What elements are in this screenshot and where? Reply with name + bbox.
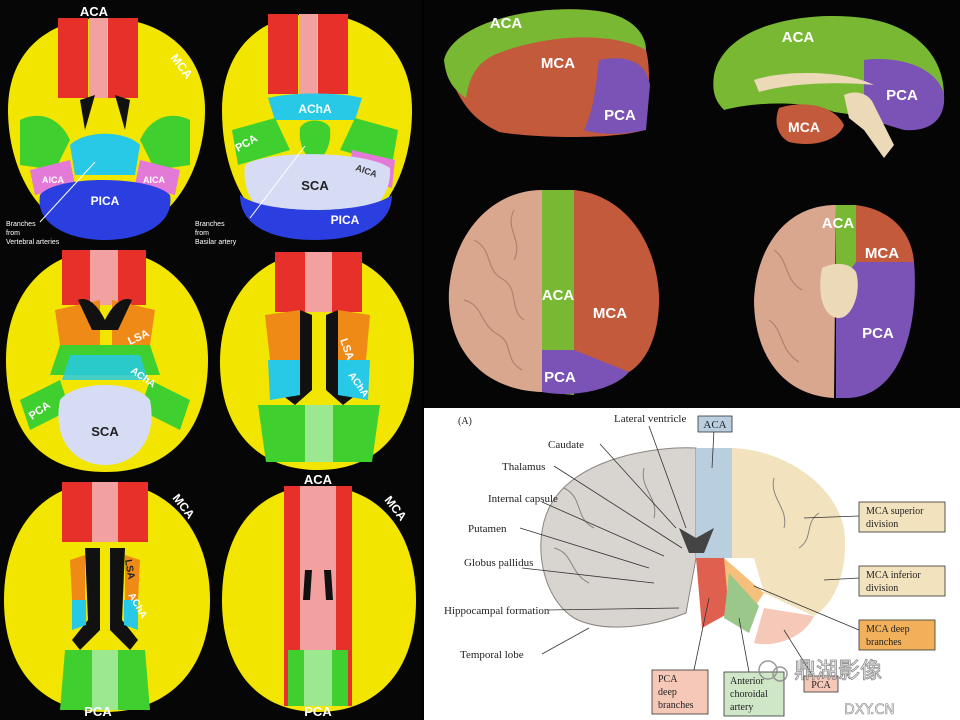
inferior-pca-label: PCA [862,325,894,342]
panel-label-a: (A) [458,416,472,427]
s1-branches-note-2: from [6,230,20,237]
superior-pca-label: PCA [544,369,576,386]
s2-branches-note-3: Basilar artery [195,239,237,246]
superior-view-brain: ACA MCA PCA [448,190,660,395]
lateral-pca-label: PCA [604,107,636,124]
watermark-url: DXY.CN [844,702,895,718]
label-thalamus: Thalamus [502,461,545,473]
axial-slice-1: ACA MCA AICA AICA PICA Branches from Ver… [6,4,205,246]
label-lateral-ventricle: Lateral ventricle [614,413,686,425]
lateral-aca-label: ACA [490,15,523,32]
axial-slice-4: LSA AChA [220,252,414,470]
medial-view-brain: ACA PCA MCA [713,15,945,158]
box-mca-inferior-2: division [866,583,898,594]
box-mca-deep-1: MCA deep [866,624,910,635]
superior-mca-label: MCA [593,305,627,322]
coronal-section-panel: (A) Caudate Thalamus Internal capsule Pu… [424,408,960,720]
superior-aca-label: ACA [542,287,575,304]
label-hippocampal-formation: Hippocampal formation [444,605,550,617]
label-internal-capsule: Internal capsule [488,493,558,505]
coronal-section-figure: (A) Caudate Thalamus Internal capsule Pu… [444,413,946,718]
box-aca: ACA [703,419,726,431]
s2-branches-note-2: from [195,230,209,237]
lateral-mca-label: MCA [541,55,575,72]
box-mca-superior-1: MCA superior [866,506,924,517]
label-globus-pallidus: Globus pallidus [464,557,533,569]
s2-pica-label: PICA [331,213,360,227]
box-ant-choroidal-3: artery [730,702,753,713]
box-mca-superior-2: division [866,519,898,530]
s1-branches-note-3: Vertebral arteries [6,239,60,246]
watermark-text: 鼎湖影像 [794,659,882,684]
s1-aca-label: ACA [80,4,109,19]
s1-aica-right-label: AICA [143,175,165,185]
box-mca-deep-2: branches [866,637,902,648]
s5-lsa-label: LSA [122,559,136,581]
s3-sca-label: SCA [91,424,119,439]
medial-mca-label: MCA [788,119,820,135]
box-pca-deep-3: branches [658,700,694,711]
axial-slice-5: MCA LSA AChA PCA [4,482,210,719]
s1-pica-label: PICA [91,194,120,208]
label-caudate: Caudate [548,439,584,451]
box-pca-deep-1: PCA [658,674,678,685]
s1-aica-left-label: AICA [42,175,64,185]
box-pca-deep-2: deep [658,687,677,698]
inferior-mca-label: MCA [865,245,899,262]
axial-territory-panel: ACA MCA AICA AICA PICA Branches from Ver… [0,0,422,720]
surface-views-figure: ACA MCA PCA ACA PCA MCA ACA MCA PCA [444,9,945,398]
label-putamen: Putamen [468,523,507,535]
inferior-aca-label: ACA [822,215,855,232]
watermark: 鼎湖影像 DXY.CN [758,659,895,718]
axial-slice-6: ACA MCA PCA [222,472,416,719]
medial-aca-label: ACA [782,29,815,46]
box-pca: PCA [811,680,831,691]
lateral-view-brain: ACA MCA PCA [444,9,650,138]
medial-pca-label: PCA [886,87,918,104]
s6-aca-label: ACA [304,472,333,487]
surface-territory-panel: ACA MCA PCA ACA PCA MCA ACA MCA PCA [424,0,960,408]
inferior-view-brain: ACA MCA PCA [754,205,915,398]
axial-slice-3: LSA AChA PCA SCA [6,250,208,472]
s2-acha-label: AChA [298,102,332,116]
axial-slices-figure: ACA MCA AICA AICA PICA Branches from Ver… [4,4,416,719]
s1-branches-note-1: Branches [6,221,36,228]
box-ant-choroidal-2: choroidal [730,689,768,700]
box-ant-choroidal-1: Anterior [730,676,765,687]
s2-sca-label: SCA [301,178,329,193]
s6-pca-label: PCA [304,704,332,719]
box-mca-inferior-1: MCA inferior [866,570,921,581]
axial-slice-2: AChA PCA AICA SCA PICA Branches from Bas… [195,14,412,246]
s2-branches-note-1: Branches [195,221,225,228]
label-temporal-lobe: Temporal lobe [460,649,524,661]
s5-pca-label: PCA [84,704,112,719]
